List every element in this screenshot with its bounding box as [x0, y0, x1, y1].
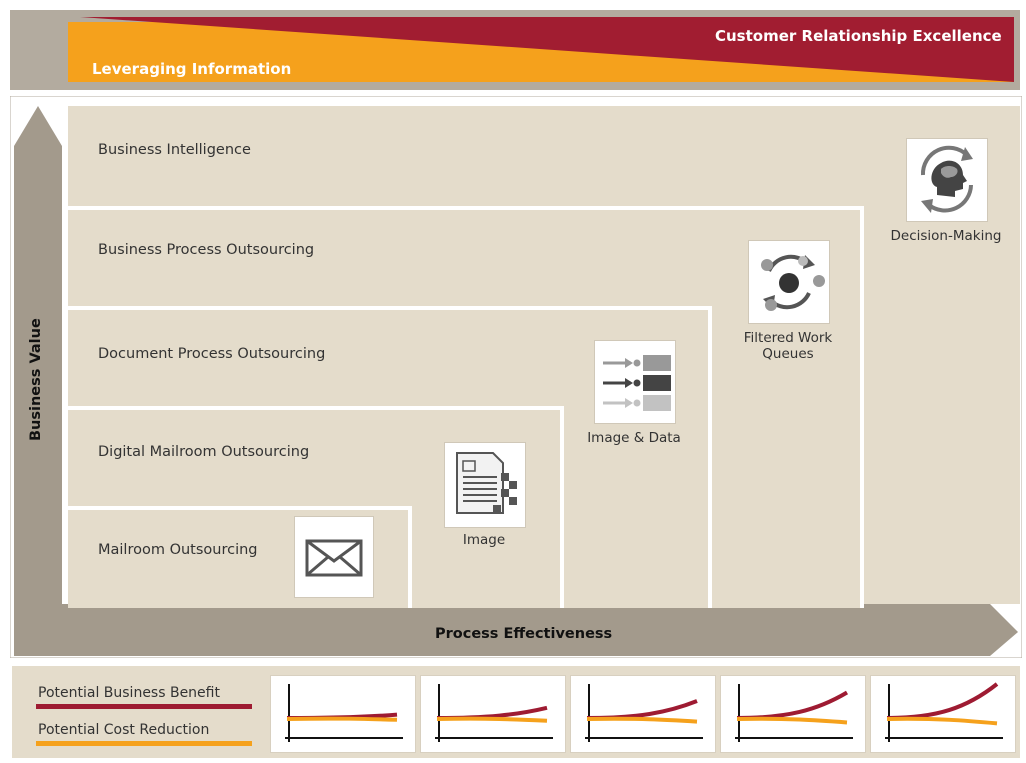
- level-label-business-intelligence: Business Intelligence: [98, 142, 251, 158]
- icon-caption-filtered-work-1: Filtered Work: [743, 330, 833, 346]
- legend-cost-swatch: [36, 741, 252, 746]
- cost-curve: [886, 716, 998, 726]
- benefit-curve: [736, 690, 849, 720]
- level-label-mailroom: Mailroom Outsourcing: [98, 542, 258, 558]
- envelope-icon: [294, 516, 374, 598]
- y-axis-label: Business Value: [28, 318, 44, 441]
- document-image-icon: [444, 442, 526, 528]
- cost-curve: [736, 716, 848, 725]
- mini-chart-svg: [885, 682, 1003, 742]
- level-label-document-process: Document Process Outsourcing: [98, 346, 326, 362]
- cost-curve: [586, 716, 698, 724]
- mini-chart-3: [570, 675, 716, 753]
- level-label-business-process: Business Process Outsourcing: [98, 242, 315, 258]
- legend-cost-label: Potential Cost Reduction: [38, 722, 210, 738]
- legend-benefit-swatch: [36, 704, 252, 709]
- mini-chart-2: [420, 675, 566, 753]
- banner-wedges: [68, 17, 1014, 82]
- benefit-curve: [586, 699, 698, 720]
- data-rows-icon: [594, 340, 676, 424]
- cost-curve: [436, 716, 548, 723]
- icon-caption-filtered-work-2: Queues: [762, 346, 814, 362]
- workflow-cycle-icon: [748, 240, 830, 324]
- benefit-curve: [436, 705, 548, 720]
- mini-chart-svg: [435, 684, 553, 742]
- mini-chart-svg: [285, 684, 403, 742]
- icon-caption-decision-making: Decision-Making: [890, 228, 1002, 244]
- x-axis-label: Process Effectiveness: [435, 626, 613, 642]
- legend-benefit-label: Potential Business Benefit: [38, 685, 220, 701]
- cost-curve: [286, 716, 398, 722]
- benefit-curve: [886, 682, 999, 720]
- icon-caption-image: Image: [462, 532, 506, 548]
- head-brain-icon: [906, 138, 988, 222]
- banner-bottom-label: Leveraging Information: [92, 60, 292, 78]
- icon-caption-image-data: Image & Data: [587, 430, 681, 446]
- banner-top-label: Customer Relationship Excellence: [715, 27, 1002, 45]
- mini-chart-4: [720, 675, 866, 753]
- top-banner: Customer Relationship Excellence Leverag…: [10, 10, 1020, 90]
- red-wedge: [80, 17, 1014, 82]
- mini-chart-5: [870, 675, 1016, 753]
- level-label-digital-mailroom: Digital Mailroom Outsourcing: [98, 444, 310, 460]
- mini-chart-svg: [585, 684, 703, 742]
- mini-chart-svg: [735, 684, 853, 742]
- mini-chart-1: [270, 675, 416, 753]
- staircase-frame: Business Intelligence Business Process O…: [10, 96, 1022, 658]
